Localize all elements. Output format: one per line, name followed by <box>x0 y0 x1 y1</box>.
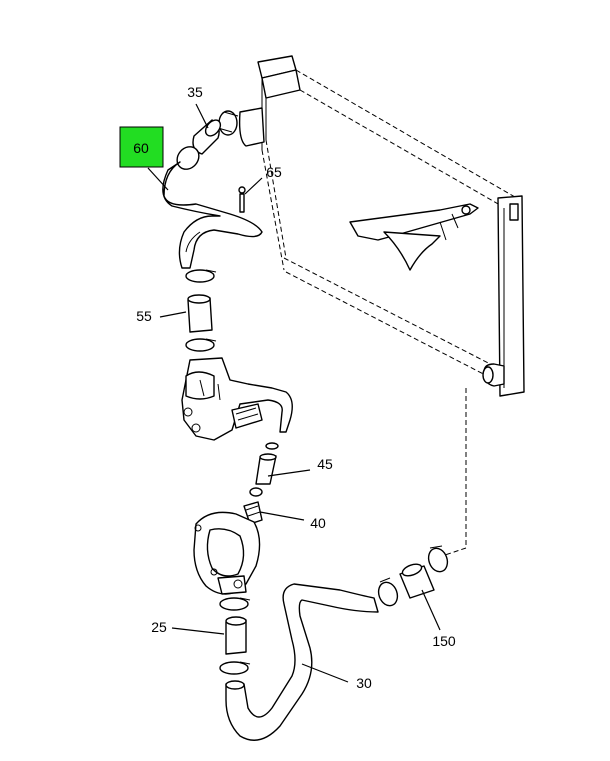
overflow-line <box>441 388 467 557</box>
callout-45[interactable]: 45 <box>317 456 333 472</box>
hose-25-assembly <box>219 597 251 675</box>
callout-60[interactable]: 60 <box>133 140 149 156</box>
bypass-parts <box>243 442 279 525</box>
callout-35[interactable]: 35 <box>187 84 203 100</box>
callout-150[interactable]: 150 <box>432 633 456 649</box>
callout-40[interactable]: 40 <box>310 515 326 531</box>
coupler-150 <box>399 545 449 599</box>
callout-65[interactable]: 65 <box>266 164 282 180</box>
callout-30[interactable]: 30 <box>356 675 372 691</box>
callout-25[interactable]: 25 <box>151 619 167 635</box>
hose-55-assembly <box>185 269 217 352</box>
callout-60-highlight[interactable] <box>119 126 164 168</box>
leader-lines <box>147 103 441 683</box>
water-pump <box>193 511 261 595</box>
lower-hose-assembly <box>225 577 399 741</box>
callout-55[interactable]: 55 <box>136 308 152 324</box>
thermostat-housing <box>181 357 293 441</box>
upper-hose-assembly <box>162 110 263 269</box>
radiator <box>238 55 525 397</box>
